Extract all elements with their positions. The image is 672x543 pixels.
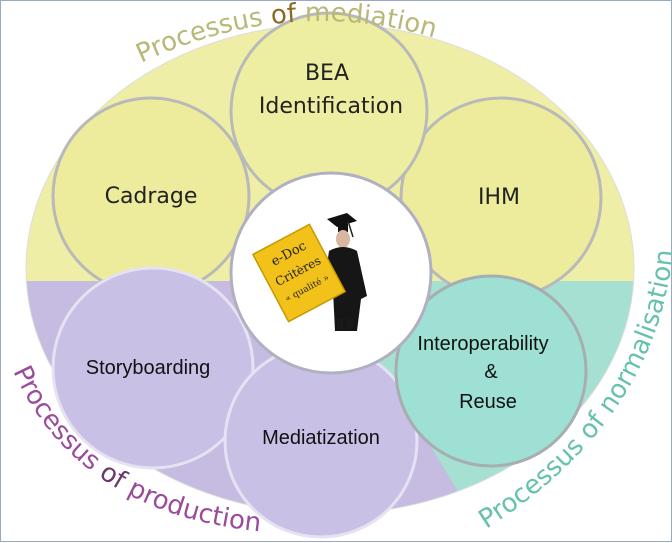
- bea-label: BEA: [305, 61, 349, 86]
- storyboarding-circle: [51, 266, 255, 470]
- storyboarding-label: Storyboarding: [86, 357, 211, 379]
- mediation-arc-of: of: [269, 1, 298, 31]
- graduate-figure: [323, 213, 367, 331]
- ihm-label: IHM: [478, 185, 520, 210]
- interoperability-circle: [394, 274, 588, 468]
- e-doc-sign: e-Doc Critères « qualité »: [251, 223, 347, 323]
- identification-label: Identification: [259, 94, 403, 119]
- cadrage-label: Cadrage: [105, 184, 198, 209]
- ampersand-label: &: [484, 361, 498, 383]
- interoperability-label: Interoperability: [417, 333, 548, 355]
- reuse-label: Reuse: [459, 391, 517, 413]
- mediatization-label: Mediatization: [262, 427, 380, 449]
